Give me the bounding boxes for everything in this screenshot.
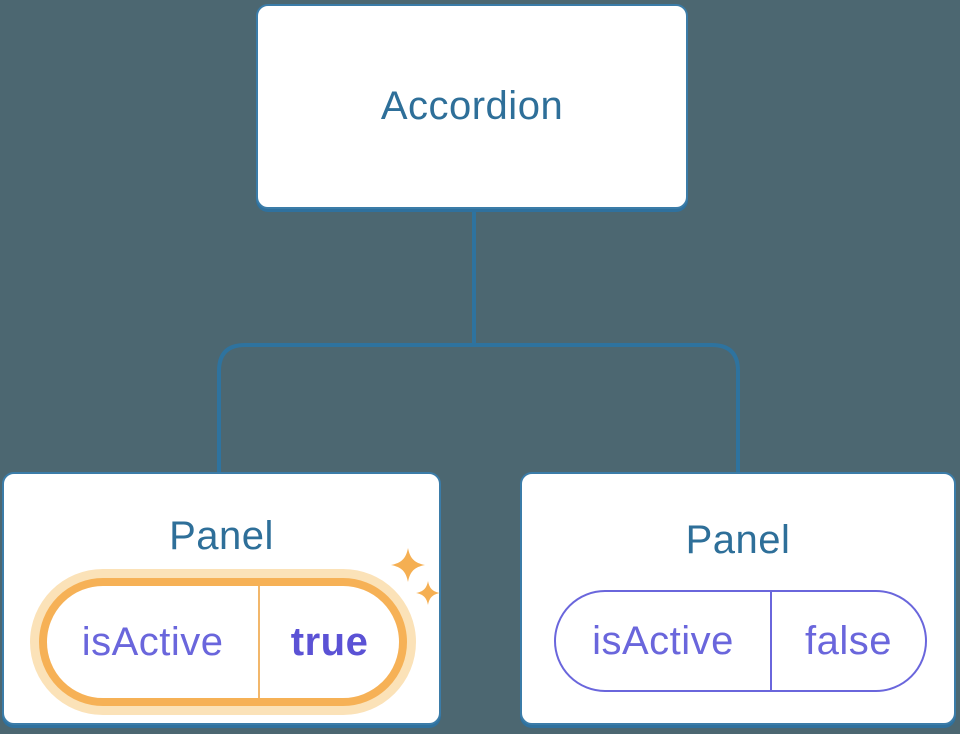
state-pill-divider <box>770 592 773 690</box>
accordion-node: Accordion <box>256 4 688 209</box>
accordion-node-label: Accordion <box>380 84 564 128</box>
connector-branch <box>217 343 740 474</box>
sparkle-small <box>416 581 440 605</box>
sparkles-icon <box>391 548 440 605</box>
state-pill-active: isActive true <box>39 578 407 706</box>
state-pill-divider <box>258 586 261 698</box>
state-prop-value: true <box>290 619 369 664</box>
state-pill-inactive: isActive false <box>554 590 927 692</box>
panel-node-inactive: Panel isActive false <box>520 472 956 725</box>
panel-node-label: Panel <box>685 518 791 562</box>
state-prop-name: isActive <box>592 618 734 663</box>
panel-node-active: Panel isActive true <box>2 472 441 725</box>
panel-node-label: Panel <box>169 514 274 558</box>
state-prop-value: false <box>805 618 892 663</box>
sparkle-large <box>391 548 425 582</box>
state-prop-name: isActive <box>81 619 224 664</box>
